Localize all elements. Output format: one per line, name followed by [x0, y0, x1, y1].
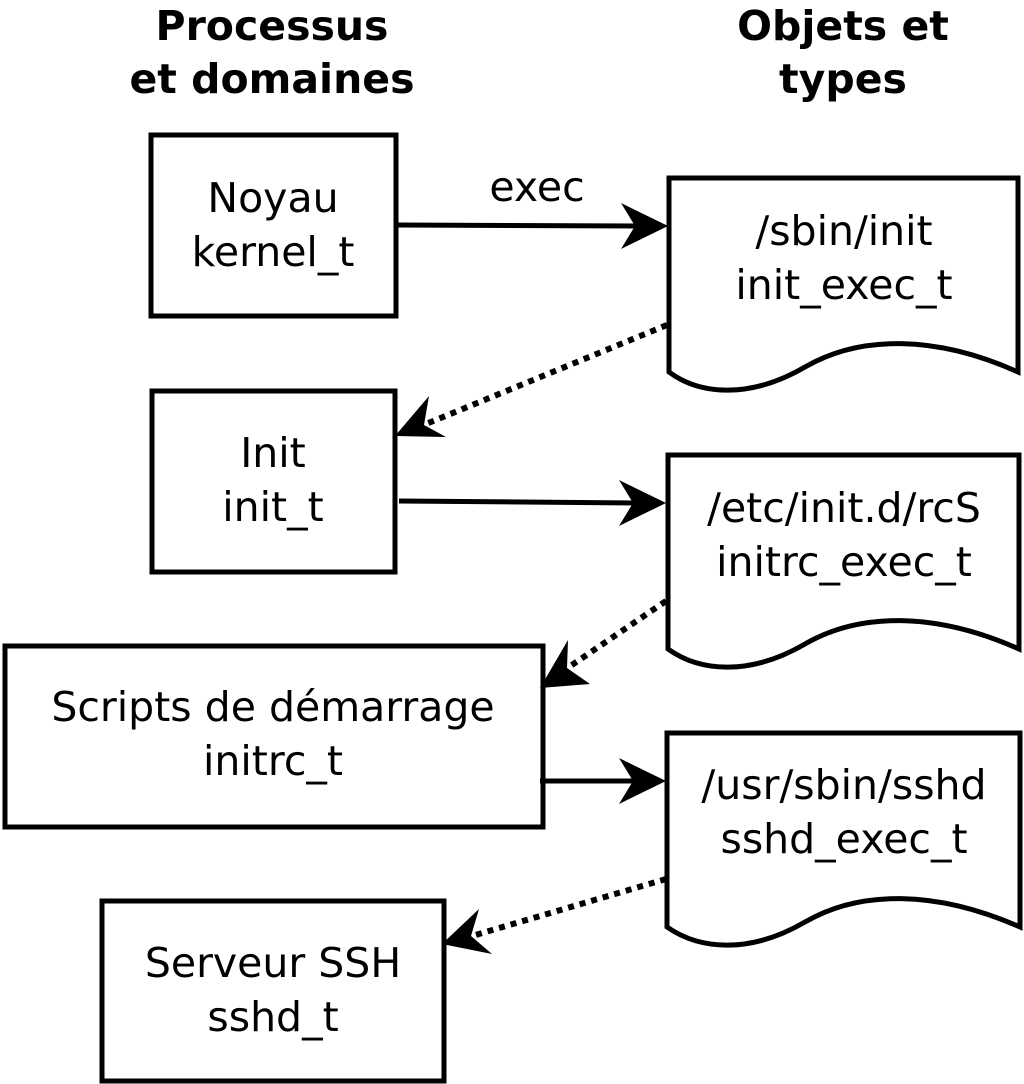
arrowhead-icon	[395, 396, 446, 437]
process-node-initrc: Scripts de démarrage initrc_t	[2, 643, 546, 830]
exec-label: exec	[489, 163, 584, 211]
document-shape	[664, 730, 1023, 948]
process-name: Scripts de démarrage	[51, 683, 494, 731]
object-type: initrc_exec_t	[716, 538, 972, 586]
exec-arrow-line	[397, 222, 641, 229]
document-shape	[665, 452, 1022, 670]
process-domain: sshd_t	[207, 993, 338, 1041]
objects-heading-line-1: Objets et	[737, 2, 949, 50]
exec-arrow-line	[398, 498, 639, 506]
edge-init-to-initrc-exec	[398, 480, 666, 526]
process-box	[148, 132, 399, 319]
transition-arrow-line	[424, 322, 669, 427]
arrowhead-icon	[619, 480, 666, 526]
edge-init-exec-to-init	[395, 322, 669, 437]
object-node-initrc-exec: /etc/init.d/rcS initrc_exec_t	[665, 452, 1022, 670]
transition-arrow-line	[471, 876, 667, 939]
process-box	[99, 898, 447, 1084]
object-path: /sbin/init	[755, 207, 932, 255]
object-path: /usr/sbin/sshd	[701, 761, 986, 809]
objects-heading-line-2: types	[779, 55, 907, 103]
edge-kernel-to-init-exec: exec	[397, 163, 668, 249]
processes-heading-line-1: Processus	[156, 2, 389, 50]
process-name: Init	[240, 429, 306, 477]
object-type: sshd_exec_t	[720, 815, 967, 863]
process-node-sshd: Serveur SSH sshd_t	[99, 898, 447, 1084]
arrowhead-icon	[442, 909, 492, 954]
process-node-init: Init init_t	[149, 388, 398, 575]
object-path: /etc/init.d/rcS	[707, 484, 981, 532]
object-node-sshd-exec: /usr/sbin/sshd sshd_exec_t	[664, 730, 1023, 948]
object-node-init-exec: /sbin/init init_exec_t	[666, 175, 1021, 393]
object-type: init_exec_t	[735, 261, 952, 309]
objects-heading: Objets et types	[737, 2, 949, 103]
arrowhead-icon	[540, 640, 590, 688]
arrowhead-icon	[621, 203, 668, 249]
process-domain: kernel_t	[192, 228, 355, 276]
processes-heading: Processus et domaines	[129, 2, 414, 103]
process-node-kernel: Noyau kernel_t	[148, 132, 399, 319]
process-name: Serveur SSH	[145, 939, 401, 987]
transition-arrow-line	[564, 598, 668, 672]
process-box	[2, 643, 546, 830]
edge-initrc-exec-to-initrc	[540, 598, 668, 688]
edge-initrc-to-sshd-exec	[540, 758, 666, 804]
edge-sshd-exec-to-sshd	[442, 876, 667, 954]
process-name: Noyau	[207, 174, 338, 222]
process-domain: initrc_t	[203, 737, 343, 785]
processes-heading-line-2: et domaines	[129, 55, 414, 103]
document-shape	[666, 175, 1021, 393]
arrowhead-icon	[619, 758, 666, 804]
process-domain: init_t	[222, 483, 323, 531]
process-box	[149, 388, 398, 575]
